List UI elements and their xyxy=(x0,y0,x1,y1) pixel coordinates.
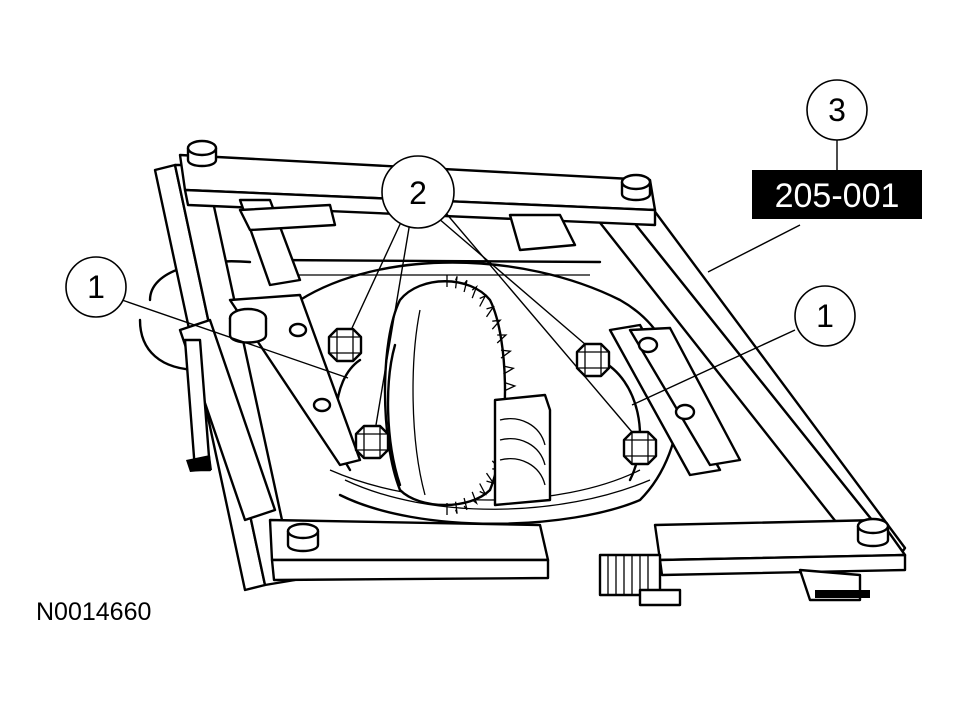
hex-bolts xyxy=(327,327,658,466)
callout-left-1-text: 1 xyxy=(87,269,105,305)
gear-tooth xyxy=(503,365,516,375)
leader-2-c xyxy=(437,217,587,346)
tool-number-label: 205-001 xyxy=(752,170,922,219)
callout-tool-3: 3 xyxy=(806,79,868,141)
fixture-front-bars xyxy=(268,518,907,607)
gear-tooth xyxy=(463,497,468,511)
hex-bolt-2 xyxy=(354,424,390,460)
right-clamp-plate xyxy=(608,323,742,477)
gear-tooth xyxy=(479,294,487,307)
callout-bolts-2-text: 2 xyxy=(409,175,427,211)
post-back-right xyxy=(620,173,652,202)
callout-tool-3-text: 3 xyxy=(828,92,846,128)
figure-id: N0014660 xyxy=(36,598,151,626)
leader-tool xyxy=(707,224,801,273)
gear-tooth xyxy=(471,491,478,505)
corner-posts xyxy=(186,139,890,553)
gear-tooth xyxy=(471,285,478,299)
gear-tooth xyxy=(454,501,458,514)
leader-2-a xyxy=(351,219,403,329)
gear-tooth xyxy=(485,472,495,485)
leader-left-1 xyxy=(121,299,349,379)
left-clamp-plate xyxy=(178,293,362,522)
hex-bolt-3 xyxy=(575,342,611,378)
adjusting-screw xyxy=(598,553,682,607)
gear-tooth xyxy=(485,305,495,318)
gear-tooth xyxy=(479,483,487,496)
gear-tooth xyxy=(491,319,502,330)
leader-2-d xyxy=(444,211,633,433)
leader-right-1 xyxy=(631,329,796,406)
leader-lines xyxy=(121,132,838,433)
gear-tooth xyxy=(454,276,458,289)
post-front-left xyxy=(286,522,320,553)
post-front-right xyxy=(856,517,890,548)
tool-number-text: 205-001 xyxy=(775,177,900,215)
gear-tooth xyxy=(504,381,517,392)
differential-carrier xyxy=(334,358,642,507)
callout-bolts-2: 2 xyxy=(381,155,455,229)
gear-tooth xyxy=(496,334,508,344)
post-back-left xyxy=(186,139,218,168)
hex-bolt-4 xyxy=(622,430,658,466)
callout-right-1-text: 1 xyxy=(816,298,834,334)
callout-right-1: 1 xyxy=(794,285,856,347)
gear-tooth xyxy=(500,349,513,359)
gear-tooth xyxy=(463,279,468,293)
leader-2-b xyxy=(375,221,411,426)
callout-left-1: 1 xyxy=(65,256,127,318)
hex-bolt-1 xyxy=(327,327,363,363)
